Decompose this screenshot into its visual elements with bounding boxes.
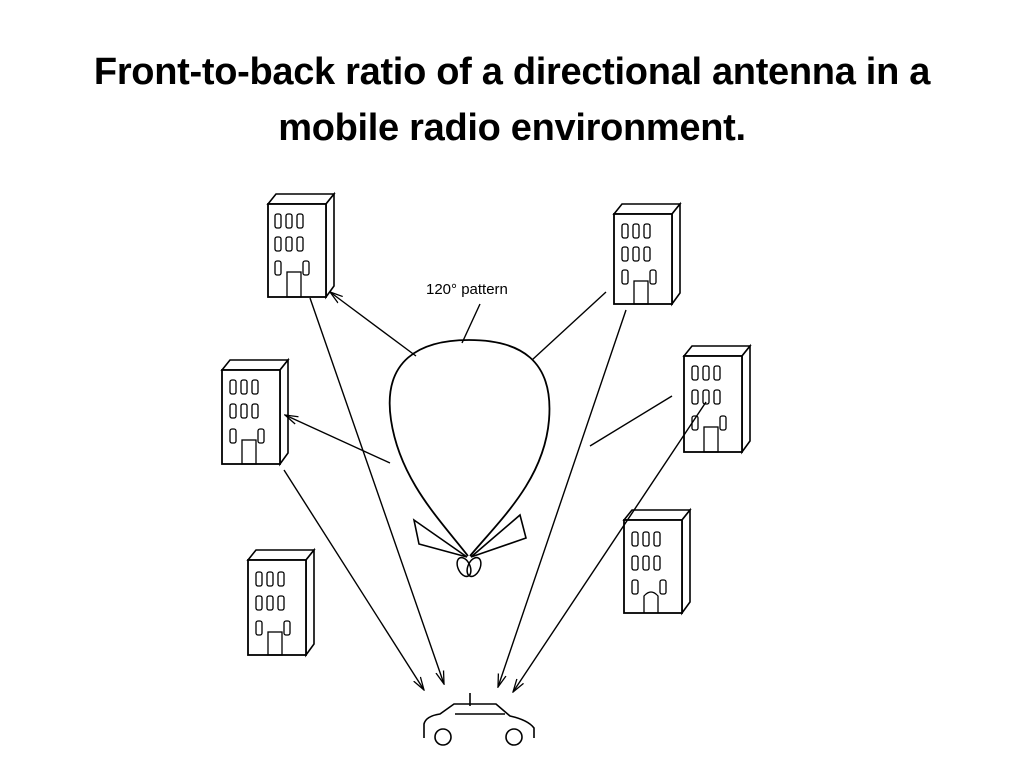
building-mid-left	[220, 357, 290, 467]
side-lobe-left	[412, 518, 468, 558]
building-top-right	[612, 201, 682, 307]
main-lobe	[388, 339, 551, 557]
ray-mid-left-to-car	[283, 469, 424, 690]
ray-to-building-top-left	[330, 292, 417, 357]
building-top-left	[266, 191, 336, 300]
building-bottom-right	[622, 507, 692, 616]
ray-top-right-to-car	[498, 309, 627, 687]
ray-top-left-to-car	[309, 297, 444, 684]
pattern-label: 120° pattern	[426, 281, 508, 298]
signal-rays	[283, 291, 707, 692]
slide-title: Front-to-back ratio of a directional ant…	[93, 51, 931, 149]
ray-toward-top-right	[531, 291, 607, 361]
ray-mid-right-to-car	[513, 401, 707, 692]
ray-to-building-mid-left	[285, 415, 391, 464]
building-mid-right	[682, 343, 752, 455]
building-bottom-left	[246, 547, 316, 658]
label-leader	[461, 303, 481, 344]
side-lobe-right	[470, 513, 527, 558]
ray-toward-mid-right	[589, 395, 673, 447]
mobile-car	[423, 693, 535, 746]
back-lobe	[456, 556, 482, 578]
